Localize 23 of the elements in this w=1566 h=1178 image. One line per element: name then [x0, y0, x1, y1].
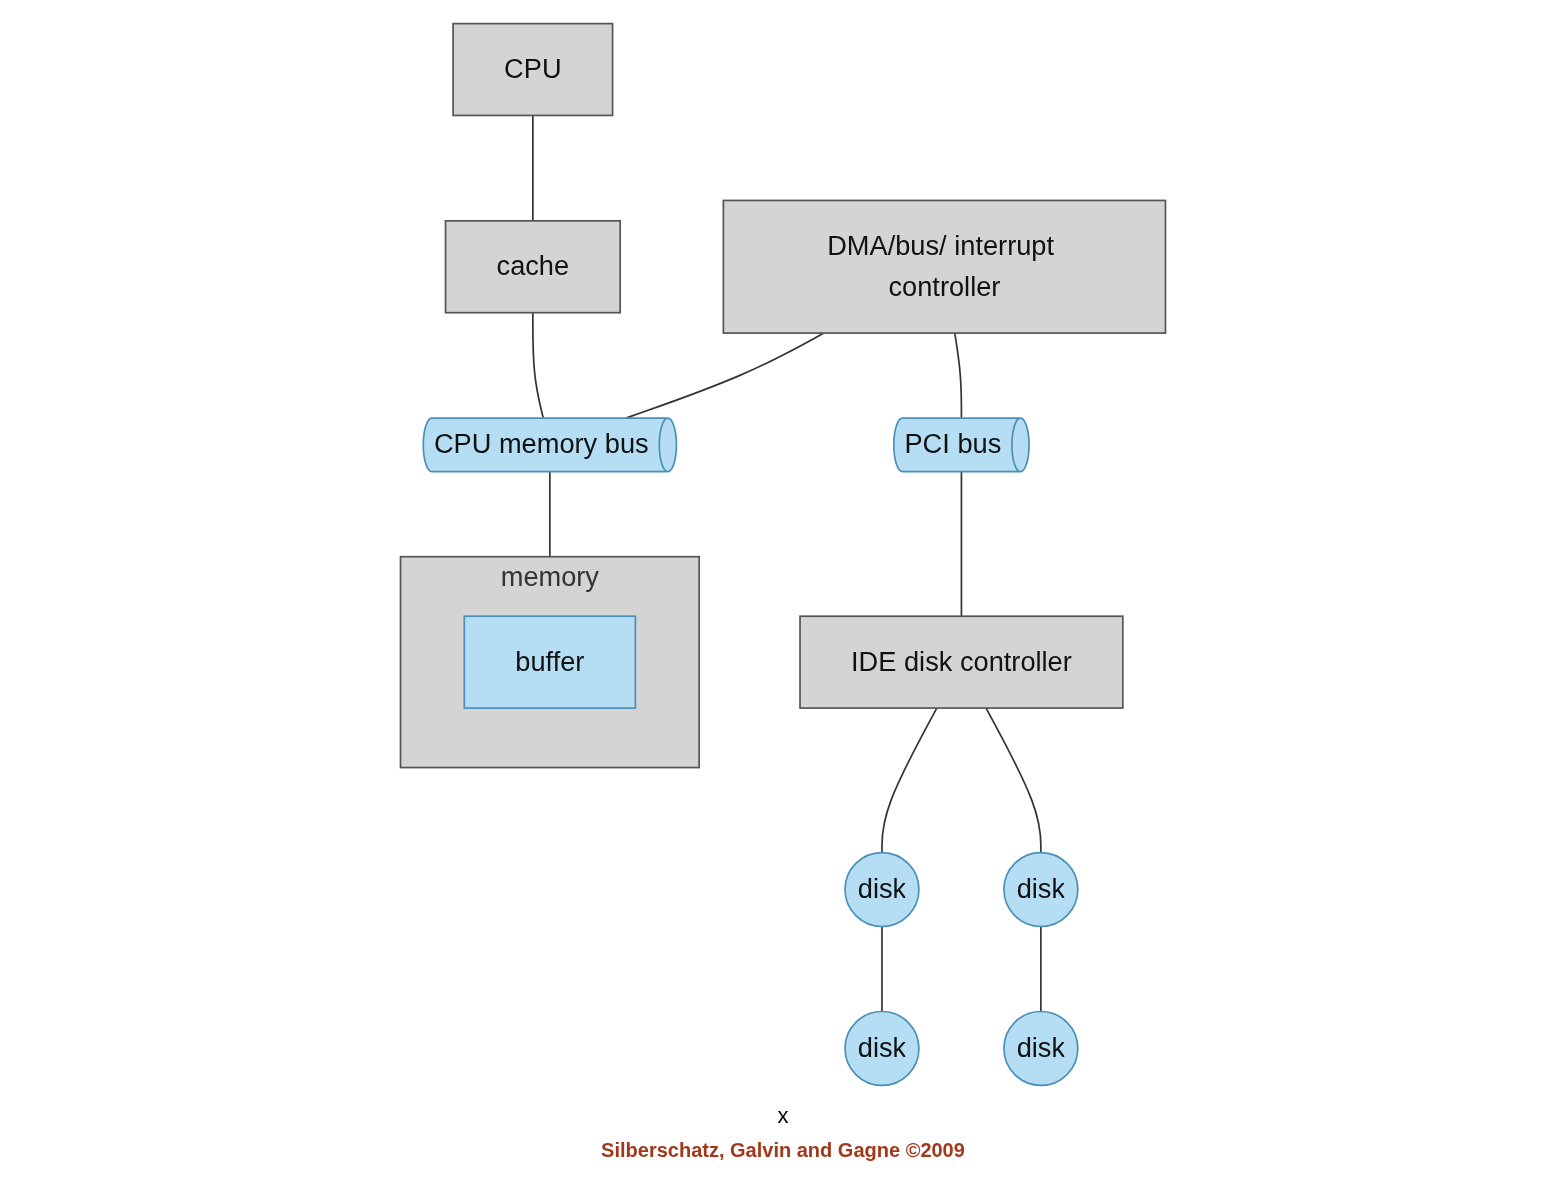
node-circle: disk — [844, 1010, 920, 1087]
node-circle: disk — [1003, 851, 1079, 928]
caption: Silberschatz, Galvin and Gagne ©2009 — [601, 1139, 965, 1162]
connector — [549, 470, 551, 558]
node-box: CPU — [452, 22, 614, 117]
node-circle: disk — [844, 851, 920, 928]
connector — [625, 332, 825, 419]
connector — [532, 311, 545, 419]
node-box: IDE disk controller — [799, 615, 1124, 709]
connector — [960, 470, 963, 618]
connector — [985, 707, 1042, 854]
node-box: cache — [444, 220, 621, 314]
node-box: buffer — [463, 615, 637, 709]
node-circle: disk — [1003, 1010, 1079, 1087]
connector — [953, 332, 963, 419]
node-box: DMA/bus/ interrupt controller — [722, 199, 1167, 334]
connector — [532, 114, 534, 222]
connector — [881, 707, 938, 854]
note-label: x — [777, 1103, 789, 1129]
node-text: PCI bus — [904, 429, 1002, 459]
node-text: CPU memory bus — [433, 429, 649, 459]
connector — [881, 925, 883, 1013]
connector — [1040, 925, 1042, 1013]
